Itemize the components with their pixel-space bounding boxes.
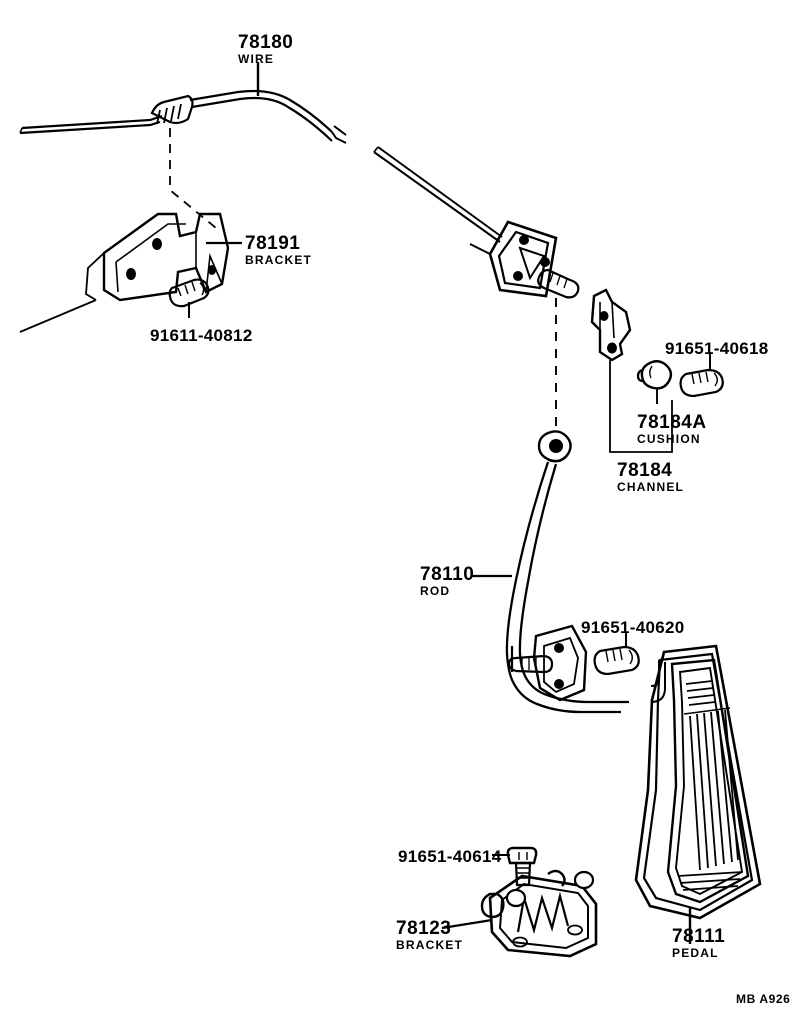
- fastener-91651-40620: [593, 632, 640, 676]
- callout-78191-number: 78191: [245, 233, 301, 254]
- sheet-code: MB A926: [736, 992, 791, 1006]
- callout-78184-name: CHANNEL: [617, 480, 685, 494]
- part-78123-bracket: [480, 869, 598, 958]
- fastener-91611-40812: [168, 278, 210, 318]
- part-78191-bracket: [19, 128, 230, 333]
- callout-78184a-name: CUSHION: [637, 432, 701, 446]
- fastener-label-91651-40614: 91651-40614: [398, 847, 502, 866]
- fastener-91651-40614: [492, 846, 538, 887]
- callout-78184a-number: 78184A: [637, 412, 707, 433]
- callout-78180-number: 78180: [238, 32, 294, 53]
- pedal-lever-plate: [469, 220, 580, 299]
- wire-assembly: [19, 89, 503, 243]
- callout-78180: 78180 WIRE: [238, 33, 293, 65]
- part-78184a-cushion: [636, 360, 673, 404]
- callout-78184-number: 78184: [617, 460, 673, 481]
- part-78111-pedal: [634, 644, 762, 920]
- callout-78111: 78111 PEDAL: [672, 927, 725, 959]
- callout-78180-name: WIRE: [238, 52, 275, 66]
- wire-end-fitting: [150, 94, 194, 125]
- callout-78110-name: ROD: [420, 584, 451, 598]
- callout-78110: 78110 ROD: [420, 565, 474, 597]
- fastener-91651-40618: [679, 352, 724, 398]
- callout-78123-name: BRACKET: [396, 938, 464, 952]
- callout-78123: 78123 BRACKET: [396, 919, 463, 951]
- fastener-label-91611-40812: 91611-40812: [150, 326, 253, 345]
- callout-78111-name: PEDAL: [672, 946, 719, 960]
- fastener-label-91651-40618: 91651-40618: [665, 339, 769, 358]
- callout-78123-number: 78123: [396, 918, 452, 939]
- fastener-label-91651-40620: 91651-40620: [581, 618, 685, 637]
- pedal-arm-pivot-bracket: [507, 624, 588, 702]
- callout-78184a: 78184A CUSHION: [637, 413, 707, 445]
- callout-78191-name: BRACKET: [245, 253, 313, 267]
- callout-78191: 78191 BRACKET: [245, 234, 312, 266]
- callout-78110-number: 78110: [420, 564, 475, 585]
- callout-78111-number: 78111: [672, 926, 726, 947]
- callout-78184: 78184 CHANNEL: [617, 461, 684, 493]
- part-78184-channel: [590, 288, 673, 453]
- callout-leaders: [206, 62, 692, 944]
